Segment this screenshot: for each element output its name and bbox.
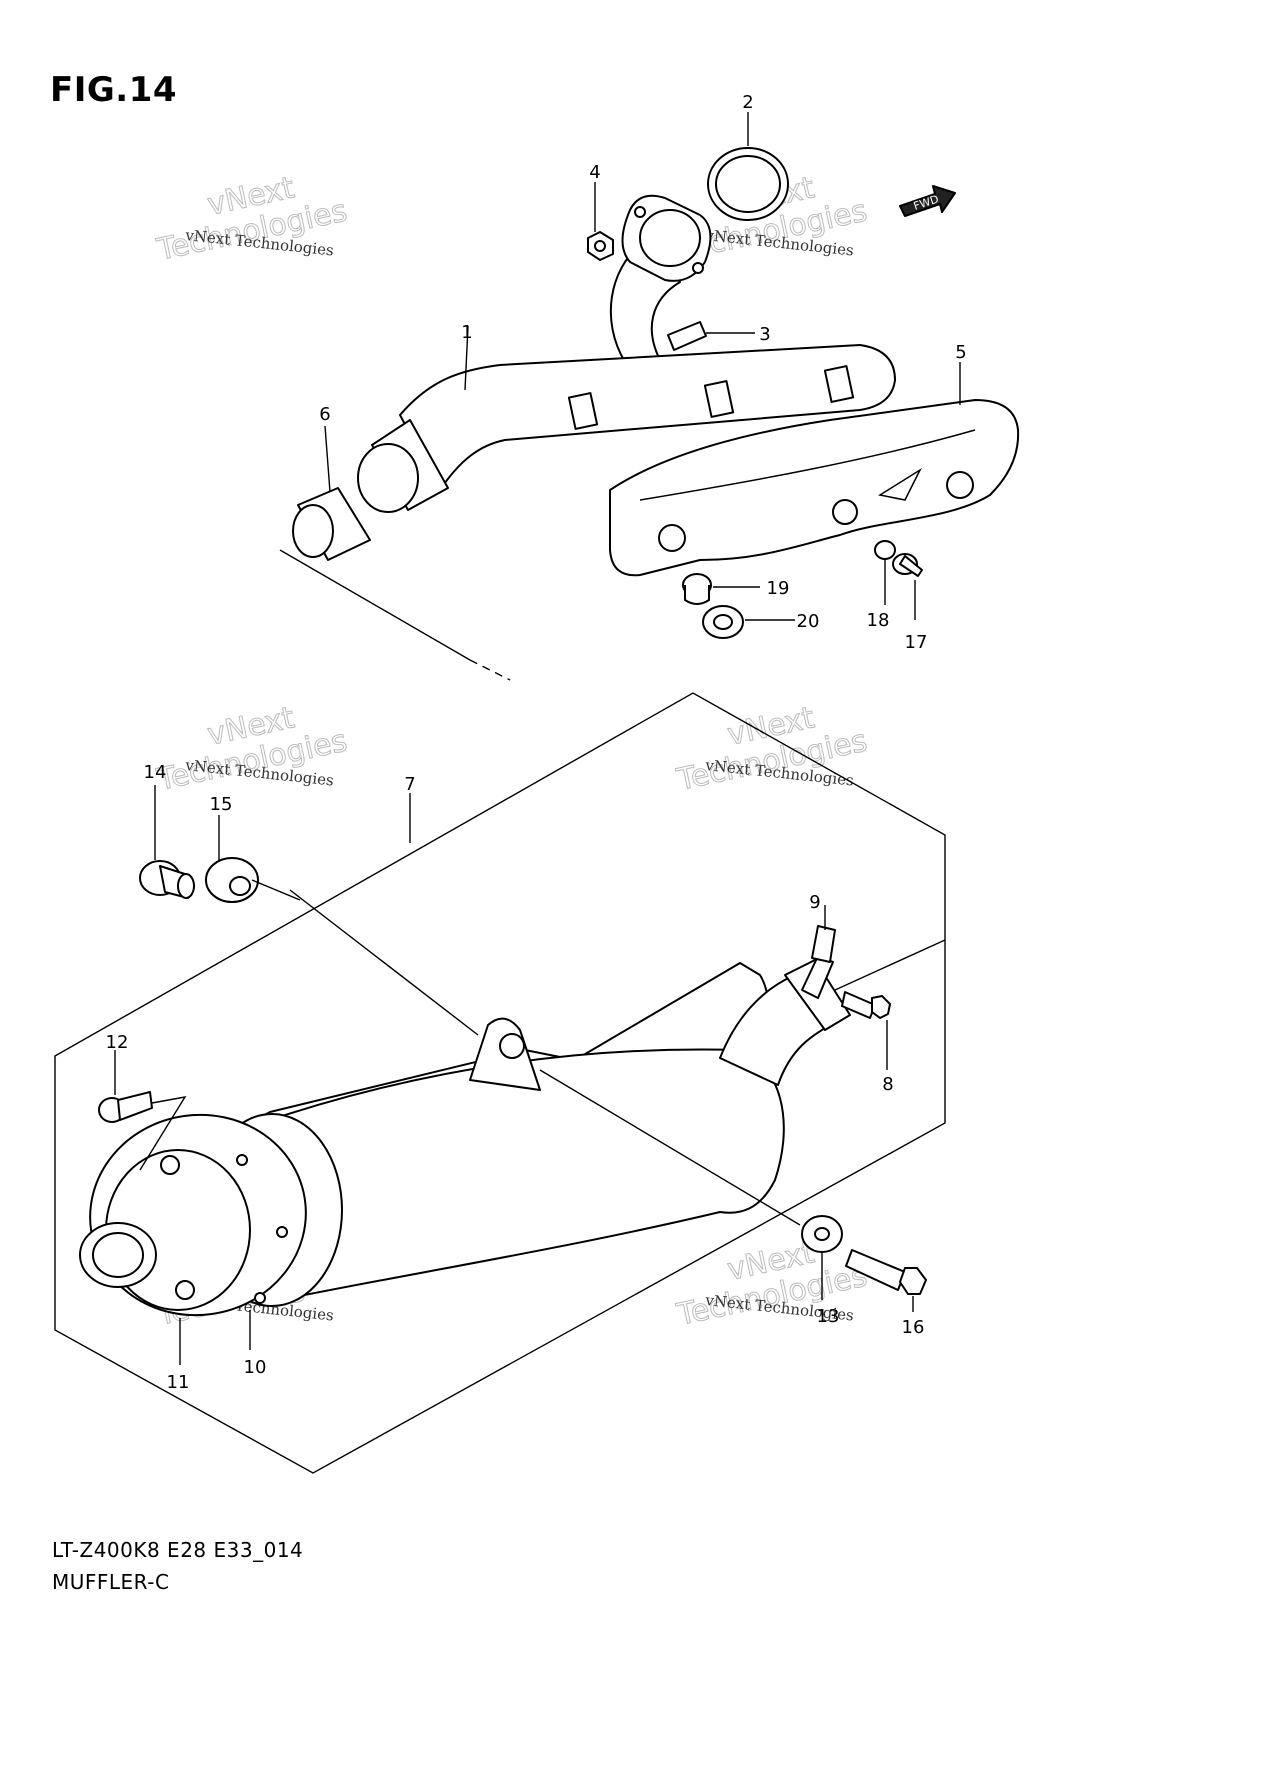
- watermark-1: vNext Technologies vNext Technologies: [153, 170, 351, 269]
- part-7-muffler: [201, 959, 851, 1307]
- part-14-sleeve: [139, 860, 195, 899]
- watermark-3: vNext Technologies vNext Technologies: [153, 700, 351, 799]
- callout-13: 13: [817, 1306, 840, 1327]
- fwd-arrow-icon: FWD: [899, 185, 956, 217]
- section-name-caption: MUFFLER-C: [52, 1570, 170, 1594]
- part-17-bolt: [892, 553, 923, 577]
- watermark-6: vNext Technologies vNext Technologies: [673, 1235, 871, 1334]
- callout-6: 6: [319, 404, 330, 425]
- part-16-bolt: [845, 1249, 927, 1295]
- watermark-4: vNext Technologies vNext Technologies: [673, 700, 871, 799]
- figure-title: FIG.14: [50, 70, 178, 110]
- part-4-nut: [587, 231, 614, 261]
- callout-7: 7: [404, 774, 415, 795]
- part-15-grommet: [205, 857, 259, 903]
- model-code-caption: LT-Z400K8 E28 E33_014: [52, 1538, 304, 1562]
- part-19-bushing: [682, 573, 712, 605]
- callout-19: 19: [767, 578, 790, 599]
- connection-line: [279, 549, 471, 661]
- callout-2: 2: [742, 92, 753, 113]
- callout-15: 15: [210, 794, 233, 815]
- bolt-lead-line: [139, 1096, 187, 1171]
- callout-17: 17: [905, 632, 928, 653]
- callout-11: 11: [167, 1372, 190, 1393]
- part-2-gasket: [707, 147, 789, 221]
- connection-dash: [469, 659, 511, 681]
- part-12-bolt: [98, 1091, 153, 1123]
- leader-lines: [114, 112, 961, 1365]
- callout-3: 3: [759, 324, 770, 345]
- mount-line: [251, 879, 301, 901]
- mount-axis-line: [289, 889, 479, 1036]
- callout-12: 12: [106, 1032, 129, 1053]
- callout-10: 10: [244, 1357, 267, 1378]
- part-1-exhaust-pipe: [357, 194, 896, 513]
- callout-4: 4: [589, 162, 600, 183]
- callout-14: 14: [144, 762, 167, 783]
- part-9-clamp: [801, 925, 836, 999]
- callout-20: 20: [797, 611, 820, 632]
- part-20-grommet: [702, 605, 744, 639]
- clamp-axis-line: [834, 939, 946, 991]
- part-8-bolt: [841, 991, 891, 1019]
- part-10-end-cap: [79, 1113, 307, 1317]
- callout-9: 9: [809, 892, 820, 913]
- callout-16: 16: [902, 1317, 925, 1338]
- part-18-washer: [874, 540, 896, 560]
- part-13-washer: [801, 1215, 843, 1253]
- callout-labels: 1 2 3 4 5 6 7 8 9 10 11 12 13 14 15 16 1…: [106, 92, 967, 1393]
- part-3-stud: [667, 321, 707, 351]
- callout-5: 5: [955, 342, 966, 363]
- callout-18: 18: [867, 610, 890, 631]
- part-5-heat-shield: [609, 399, 1020, 577]
- callout-8: 8: [882, 1074, 893, 1095]
- mount-axis-line-2: [539, 1069, 801, 1226]
- part-7-muffler-group-box: [54, 692, 946, 1474]
- part-6-gasket-sleeve: [292, 487, 371, 561]
- callout-1: 1: [461, 322, 472, 343]
